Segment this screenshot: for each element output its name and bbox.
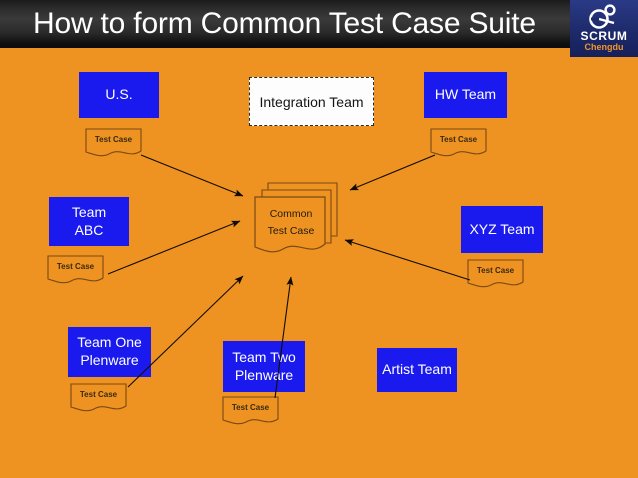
arrow-us-to-common <box>140 154 244 197</box>
logo-subtitle: Chengdu <box>584 42 624 52</box>
arrow-hw-to-common <box>349 154 436 191</box>
arrow-xyz-to-common <box>344 239 471 281</box>
team-box-us[interactable]: U.S. <box>79 72 159 118</box>
title-band <box>0 0 638 48</box>
team-box-team-one[interactable]: Team One Plenware <box>68 327 151 377</box>
team-box-xyz-label: XYZ Team <box>469 220 535 237</box>
team-box-team-one-label-1: Team One <box>77 334 142 351</box>
team-box-artist-label: Artist Team <box>382 361 452 378</box>
team-box-team-two-label-2: Plenware <box>234 366 294 383</box>
team-box-integration-label: Integration Team <box>259 93 364 110</box>
team-box-us-label: U.S. <box>105 86 133 103</box>
document-test-case-hw[interactable]: Test Case <box>430 128 487 158</box>
team-box-team-one-label-2: Plenware <box>80 352 139 368</box>
common-test-case-stack[interactable]: Common Test Case <box>251 180 341 262</box>
document-test-case-team-two[interactable]: Test Case <box>222 396 279 426</box>
team-box-hw[interactable]: HW Team <box>424 72 507 118</box>
logo-title: SCRUM <box>580 29 628 43</box>
scrum-spiral-icon <box>586 4 620 30</box>
team-box-team-abc-label-1: Team <box>71 203 107 220</box>
team-box-team-two-label-1: Team Two <box>232 348 296 365</box>
team-box-integration[interactable]: Integration Team <box>249 77 374 126</box>
document-test-case-us[interactable]: Test Case <box>85 128 142 158</box>
team-box-team-two[interactable]: Team Two Plenware <box>223 341 305 392</box>
document-test-case-team-abc[interactable]: Test Case <box>47 255 104 285</box>
team-box-team-abc-label-2: ABC <box>74 221 104 238</box>
team-box-artist[interactable]: Artist Team <box>377 348 457 392</box>
document-test-case-team-one[interactable]: Test Case <box>70 383 127 413</box>
scrum-chengdu-logo: SCRUM Chengdu <box>570 0 638 57</box>
team-box-xyz[interactable]: XYZ Team <box>461 206 543 253</box>
document-test-case-xyz[interactable]: Test Case <box>467 259 524 289</box>
team-box-team-abc[interactable]: Team ABC <box>49 197 129 246</box>
team-box-hw-label: HW Team <box>434 86 497 103</box>
